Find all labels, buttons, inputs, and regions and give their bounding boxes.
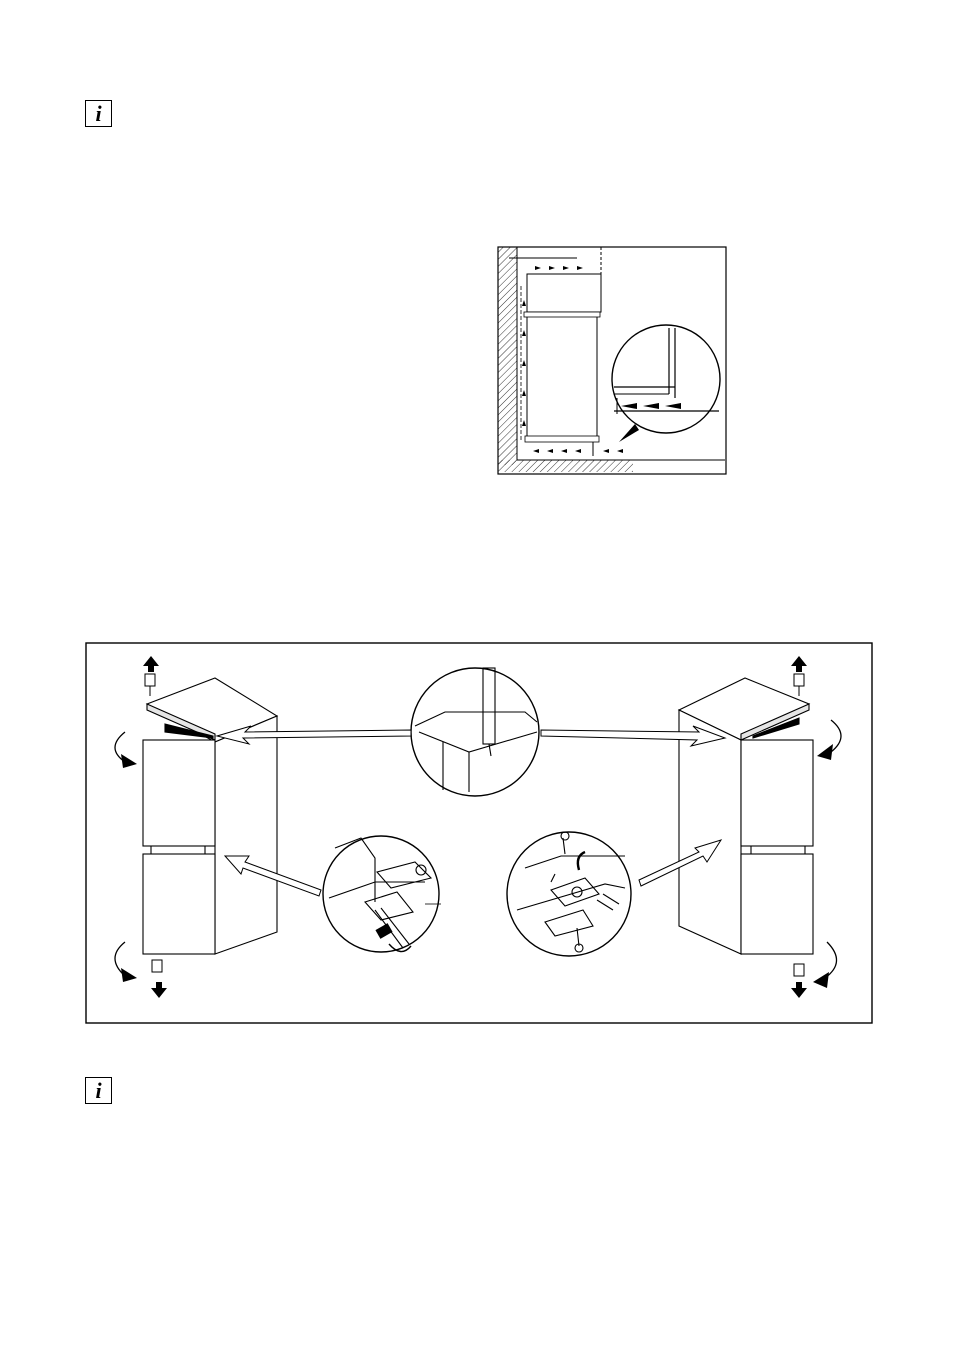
door-reversal-illustration bbox=[85, 642, 873, 1024]
info-glyph: i bbox=[95, 1080, 101, 1102]
info-icon: i bbox=[85, 100, 112, 127]
door-reversal-diagram bbox=[85, 642, 873, 1024]
ventilation-diagram bbox=[497, 246, 727, 476]
ventilation-illustration bbox=[497, 246, 727, 476]
info-glyph: i bbox=[95, 103, 101, 125]
info-icon: i bbox=[85, 1077, 112, 1104]
